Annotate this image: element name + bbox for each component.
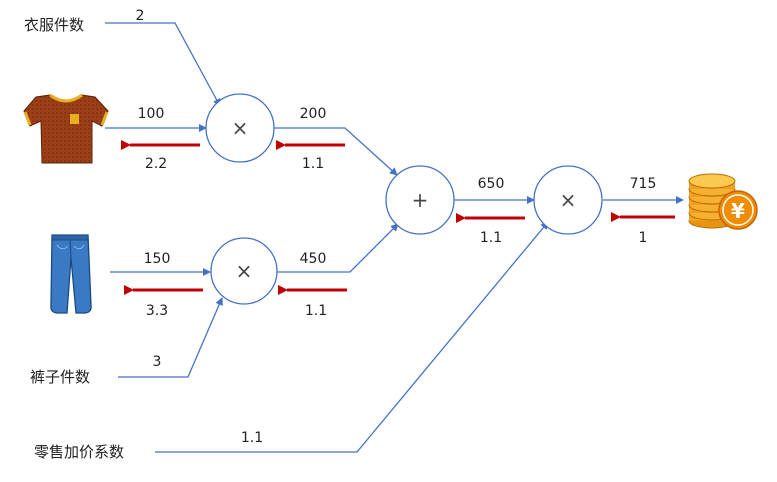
- node-mul-shirt: ×: [206, 94, 274, 162]
- markup-label: 零售加价系数: [34, 443, 124, 461]
- operator-symbol: ×: [232, 116, 249, 140]
- grad-sum: 1.1: [480, 230, 502, 246]
- edge-shirt-total: [274, 128, 397, 175]
- value-shirt-count: 2: [136, 8, 145, 24]
- node-mul-markup: ×: [534, 166, 602, 234]
- edge-shirt-count: [105, 23, 220, 106]
- grad-pants-total: 1.1: [305, 303, 327, 319]
- value-markup: 1.1: [241, 430, 263, 446]
- grad-shirt-total: 1.1: [302, 156, 324, 172]
- shirt-count-label: 衣服件数: [24, 16, 84, 34]
- value-pants-total: 450: [300, 251, 327, 267]
- edge-pants-count: [118, 298, 222, 377]
- grad-shirt-price: 2.2: [145, 156, 167, 172]
- operator-symbol: ×: [236, 259, 253, 283]
- value-sum: 650: [478, 176, 505, 192]
- value-pants-price: 150: [144, 251, 171, 267]
- edge-pants-total: [276, 224, 398, 272]
- pants-count-label: 裤子件数: [30, 368, 90, 386]
- value-shirt-price: 100: [138, 106, 165, 122]
- grad-final: 1: [639, 230, 648, 246]
- jeans-icon: [51, 235, 91, 313]
- grad-pants-price: 3.3: [146, 303, 168, 319]
- node-add: +: [386, 166, 454, 234]
- operator-symbol: ×: [560, 188, 577, 212]
- value-pants-count: 3: [153, 354, 162, 370]
- operator-symbol: +: [412, 188, 429, 212]
- tshirt-icon: [24, 95, 108, 163]
- value-shirt-total: 200: [300, 106, 327, 122]
- value-final: 715: [630, 176, 657, 192]
- node-mul-pants: ×: [211, 238, 277, 304]
- svg-text:¥: ¥: [731, 199, 745, 223]
- yen-coins-icon: ¥: [689, 174, 757, 229]
